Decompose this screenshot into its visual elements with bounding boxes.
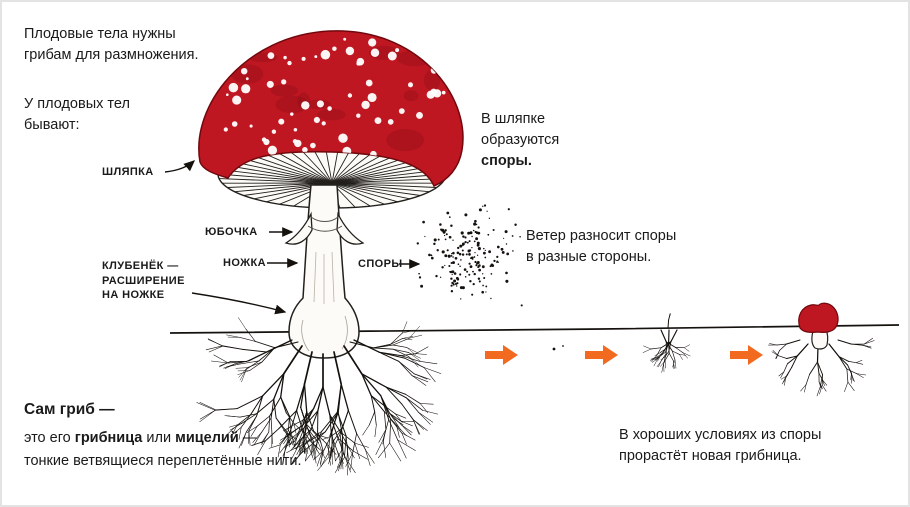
intro-text: Плодовые тела нужны грибам для размножен… bbox=[24, 24, 199, 66]
subintro-line1: У плодовых тел bbox=[24, 96, 130, 112]
label-tuber: КЛУБЕНЁК — РАСШИРЕНИЕ НА НОЖКЕ bbox=[102, 259, 185, 303]
cap-note-line2: образуются bbox=[481, 132, 560, 148]
growth-note-line2: прорастёт новая грибница. bbox=[619, 448, 802, 464]
mycelium-line2-e: — bbox=[238, 430, 258, 446]
mushroom-stem bbox=[284, 184, 365, 359]
mushroom-ring-left bbox=[284, 211, 313, 245]
mycelium-line2-b: грибница bbox=[74, 430, 143, 446]
mycelium-line2: это его грибница или мицелий — bbox=[24, 428, 257, 449]
subintro-line2: бывают: bbox=[24, 117, 80, 133]
mycelium-line2-a: это его bbox=[24, 430, 75, 446]
growth-note-line1: В хороших условиях из споры bbox=[619, 427, 822, 443]
cap-note-line1: В шляпке bbox=[481, 111, 546, 127]
mycelium-roots bbox=[196, 317, 442, 476]
label-tuber-line3: НА НОЖКЕ bbox=[102, 289, 165, 301]
sprout-mushroom bbox=[798, 302, 839, 350]
ground-line bbox=[169, 324, 900, 334]
intro-line1: Плодовые тела нужны bbox=[24, 26, 176, 42]
arrow-right-icon bbox=[485, 345, 518, 365]
mycelium-line2-c: или bbox=[142, 430, 176, 446]
label-cap: ШЛЯПКА bbox=[102, 166, 154, 178]
label-ring: ЮБОЧКА bbox=[205, 226, 258, 238]
cap-note-line3: споры. bbox=[481, 153, 532, 169]
spore-speck bbox=[562, 345, 564, 347]
spore-speck bbox=[552, 347, 556, 351]
label-stem: НОЖКА bbox=[223, 257, 266, 269]
spore-cloud bbox=[416, 204, 523, 307]
label-tuber-line2: РАСШИРЕНИЕ bbox=[102, 274, 185, 287]
wind-note: Ветер разносит споры в разные стороны. bbox=[526, 226, 676, 268]
intro-line2: грибам для размножения. bbox=[24, 47, 199, 63]
wind-note-line1: Ветер разносит споры bbox=[526, 228, 677, 244]
label-tuber-line1: КЛУБЕНЁК — bbox=[102, 260, 179, 272]
cap-label-arrow bbox=[164, 160, 196, 173]
tuber-label-arrow bbox=[191, 292, 287, 315]
growth-note: В хороших условиях из споры прорастёт но… bbox=[619, 425, 821, 467]
label-arrows bbox=[164, 160, 421, 315]
label-spores: СПОРЫ bbox=[358, 258, 403, 270]
subintro-text: У плодовых тел бывают: bbox=[24, 94, 130, 136]
mycelium-line2-d: мицелий bbox=[175, 430, 239, 446]
mycelium-line3: тонкие ветвящиеся переплетённые нити. bbox=[24, 453, 302, 469]
cap-note: В шляпке образуются споры. bbox=[481, 109, 559, 172]
mycelium-title: Сам гриб — bbox=[24, 401, 115, 418]
mycelium-sketch-small bbox=[642, 313, 691, 373]
wind-note-line2: в разные стороны. bbox=[526, 249, 652, 265]
mushroom-ring-right bbox=[336, 211, 365, 245]
sprout-mushroom-cap bbox=[798, 302, 839, 333]
mycelium-sketch-sprout bbox=[768, 337, 875, 397]
arrow-right-icon bbox=[730, 345, 763, 365]
arrow-right-icon bbox=[585, 345, 618, 365]
